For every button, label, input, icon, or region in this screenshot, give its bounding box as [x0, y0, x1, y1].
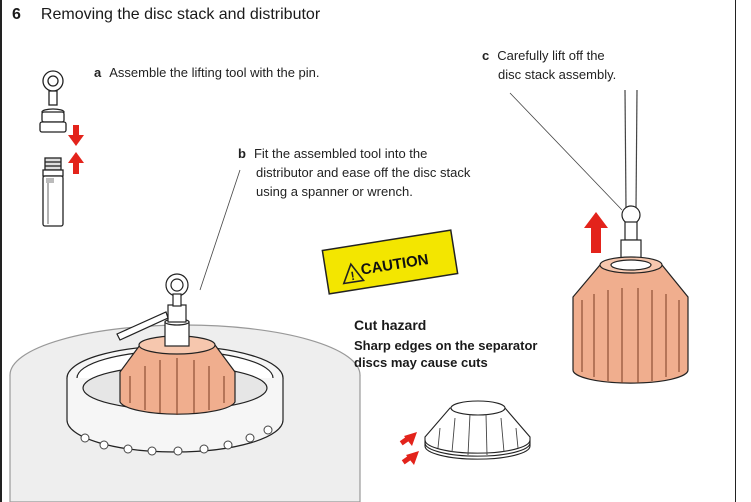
step-b-line-3: using a spanner or wrench. [256, 184, 413, 199]
up-arrow-icon [68, 152, 84, 174]
caution-sign: ! CAUTION [321, 229, 459, 295]
section-title: Removing the disc stack and distributor [40, 6, 321, 23]
lift-up-arrow-icon [584, 212, 608, 253]
svg-text:!: ! [350, 269, 356, 283]
step-c-line-2: disc stack assembly. [498, 67, 617, 82]
hazard-title: Cut hazard [354, 317, 427, 333]
cut-edge-arrow-upper-icon [399, 432, 417, 446]
step-b-line-1: Fit the assembled tool into the [253, 146, 428, 161]
disc-stack-in-bowl [116, 273, 236, 415]
lifted-disc-stack-illustration [572, 89, 689, 384]
section-number: 6 [12, 6, 21, 23]
leader-line-c [509, 92, 623, 211]
step-b-letter: b [238, 146, 246, 161]
left-border-rule [0, 0, 2, 502]
step-c-line-1: Carefully lift off the [497, 48, 605, 63]
lifting-tool-illustration [39, 70, 67, 227]
section-heading: 6 Removing the disc stack and distributor [12, 6, 320, 24]
down-arrow-icon [68, 125, 84, 146]
hazard-text: Sharp edges on the separator discs may c… [354, 337, 574, 371]
step-b-text: b Fit the assembled tool into the distrib… [238, 144, 470, 201]
hazard-text-line-1: Sharp edges on the separator [354, 338, 538, 353]
step-c-letter: c [482, 48, 490, 63]
step-a-line-1: Assemble the lifting tool with the pin. [109, 65, 320, 80]
step-a-text: a Assemble the lifting tool with the pin. [94, 63, 320, 82]
cut-edge-arrow-lower-icon [401, 451, 419, 465]
right-border-rule [735, 0, 736, 502]
leader-line-b [199, 169, 241, 291]
step-c-text: c Carefully lift off the disc stack assem… [482, 46, 616, 84]
hazard-text-line-2: discs may cause cuts [354, 355, 488, 370]
step-a-letter: a [94, 65, 102, 80]
step-b-line-2: distributor and ease off the disc stack [256, 165, 471, 180]
separator-disc-illustration [424, 400, 531, 460]
